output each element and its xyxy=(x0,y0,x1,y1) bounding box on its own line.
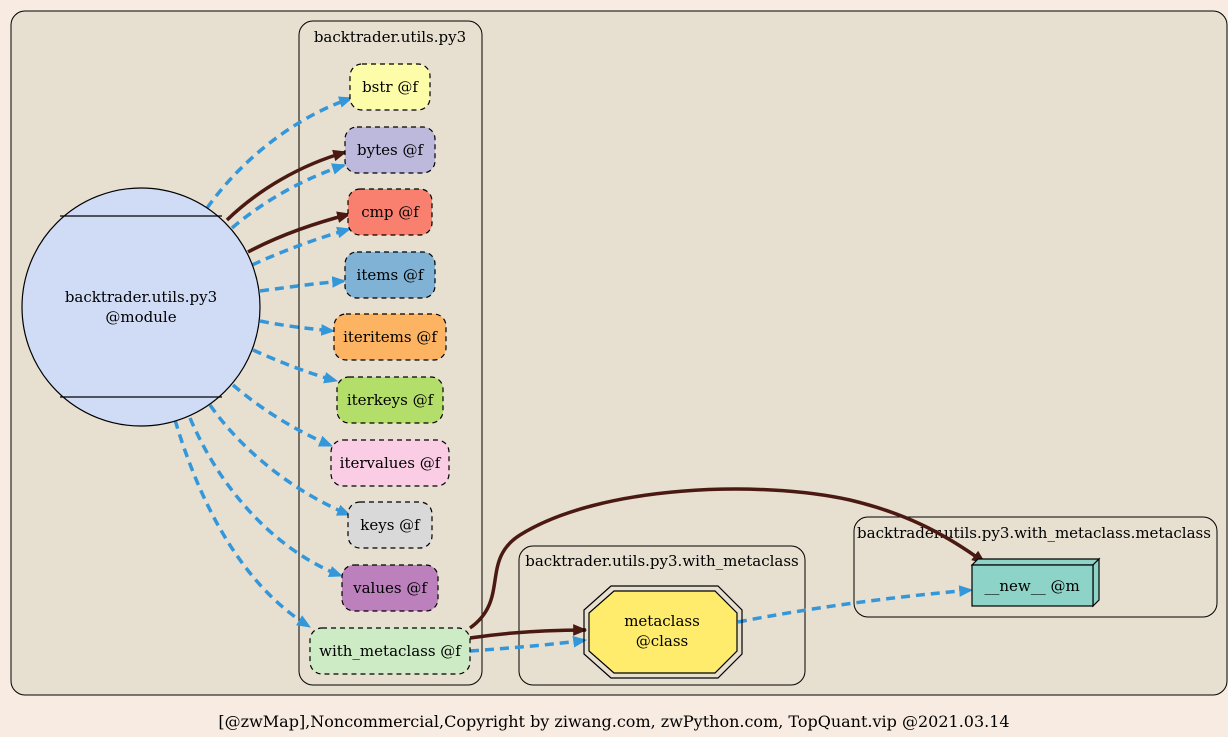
metaclass-node-label-line1: metaclass xyxy=(624,612,700,630)
new-method-node-top xyxy=(970,558,1101,566)
cluster-module: backtrader.utils.py3 xyxy=(298,20,483,686)
edge-module-values xyxy=(188,417,344,578)
edge-module-bstr xyxy=(205,96,354,210)
function-node-label: bytes @f xyxy=(357,141,424,159)
edge-module-iteritems xyxy=(259,319,336,336)
function-node-bstr[interactable]: bstr @f xyxy=(349,63,431,111)
function-node-items[interactable]: items @f xyxy=(344,251,436,299)
function-node-with-metaclass[interactable]: with_metaclass @f xyxy=(309,627,471,675)
function-node-label: with_metaclass @f xyxy=(319,642,462,660)
function-node-label: keys @f xyxy=(360,516,421,534)
function-node-box xyxy=(344,251,436,299)
cluster-module-label: backtrader.utils.py3 xyxy=(314,28,466,46)
function-node-box xyxy=(309,627,471,675)
function-node-label: values @f xyxy=(352,579,428,597)
cluster-metaclass-label: backtrader.utils.py3.with_metaclass.meta… xyxy=(857,524,1211,542)
edge-module-cmp-dashed xyxy=(251,226,352,267)
function-node-box xyxy=(347,188,433,236)
function-node-box xyxy=(347,501,433,549)
metaclass-node-inner xyxy=(588,590,738,674)
cluster-with-metaclass-label: backtrader.utils.py3.with_metaclass xyxy=(525,552,799,570)
edge-module-with-metaclass xyxy=(173,419,311,629)
cluster-with-metaclass: backtrader.utils.py3.with_metaclass xyxy=(518,545,806,686)
edge-module-bytes-solid xyxy=(225,149,348,222)
function-node-keys[interactable]: keys @f xyxy=(347,501,433,549)
function-node-box xyxy=(349,63,431,111)
edges xyxy=(173,96,987,653)
edge-module-bytes-dashed xyxy=(230,163,347,230)
function-node-box xyxy=(336,376,444,424)
edge-module-keys xyxy=(208,403,352,517)
function-node-label: iterkeys @f xyxy=(347,391,435,409)
metaclass-node[interactable]: metaclass @class xyxy=(583,585,743,679)
function-node-box xyxy=(344,126,436,174)
function-node-label: itervalues @f xyxy=(340,454,442,472)
new-method-node[interactable]: __new__ @m xyxy=(970,557,1101,608)
edge-module-items xyxy=(259,276,347,293)
function-node-box xyxy=(333,313,447,361)
function-node-itervalues[interactable]: itervalues @f xyxy=(330,439,450,487)
function-node-iterkeys[interactable]: iterkeys @f xyxy=(336,376,444,424)
metaclass-node-label-line2: @class xyxy=(636,632,689,650)
new-method-node-label: __new__ @m xyxy=(984,577,1079,595)
module-node-label-line1: backtrader.utils.py3 xyxy=(65,288,217,306)
function-node-label: bstr @f xyxy=(362,78,419,96)
module-node[interactable]: backtrader.utils.py3 @module xyxy=(21,187,261,427)
edge-with-metaclass-metaclass-solid xyxy=(469,624,588,640)
function-node-cmp[interactable]: cmp @f xyxy=(347,188,433,236)
metaclass-node-outer xyxy=(583,585,743,679)
new-method-node-front xyxy=(971,564,1094,607)
copyright-footer: [@zwMap],Noncommercial,Copyright by ziwa… xyxy=(218,712,1009,731)
module-node-label-line2: @module xyxy=(105,308,176,326)
function-node-label: cmp @f xyxy=(361,203,420,221)
function-node-box xyxy=(341,564,439,612)
function-node-iteritems[interactable]: iteritems @f xyxy=(333,313,447,361)
edge-with-metaclass-new xyxy=(468,487,987,630)
edge-module-iterkeys xyxy=(252,348,339,384)
function-node-bytes[interactable]: bytes @f xyxy=(344,126,436,174)
edge-module-cmp-solid xyxy=(247,211,352,254)
new-method-node-side xyxy=(1092,557,1100,608)
function-node-values[interactable]: values @f xyxy=(341,564,439,612)
function-node-box xyxy=(330,439,450,487)
module-node-circle xyxy=(21,187,261,427)
function-node-label: items @f xyxy=(357,266,425,284)
function-node-label: iteritems @f xyxy=(343,328,438,346)
function-nodes: bstr @f bytes @f cmp @f items @f iteritems @… xyxy=(309,63,471,675)
